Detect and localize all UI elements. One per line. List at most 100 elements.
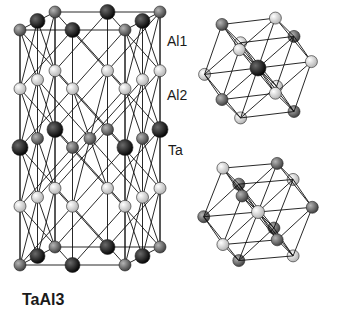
bond-line	[160, 71, 161, 130]
atom	[137, 74, 149, 86]
bond-line	[20, 89, 21, 148]
atom	[30, 14, 45, 29]
bond-line	[107, 12, 108, 71]
atom	[14, 83, 26, 95]
bond-line	[241, 43, 277, 87]
bond-line	[38, 21, 56, 71]
atom	[84, 133, 96, 145]
bond-line	[20, 30, 21, 89]
bond-line	[90, 139, 143, 198]
atom	[47, 122, 63, 138]
atom	[67, 200, 79, 212]
atom	[137, 191, 149, 203]
coordination-polyhedron	[198, 157, 319, 266]
bond-line	[55, 130, 108, 189]
bond-line	[55, 130, 56, 189]
atom	[305, 56, 317, 68]
bond-line	[277, 207, 312, 240]
bond-line	[55, 12, 108, 71]
bond-line	[223, 196, 242, 245]
bond-line	[275, 62, 311, 94]
bond-line	[55, 130, 108, 189]
bond-line	[37, 139, 38, 198]
bond-line	[143, 21, 161, 71]
center-atom	[252, 206, 265, 219]
bond-line	[258, 179, 293, 212]
bond-line	[293, 207, 312, 256]
atom	[119, 200, 131, 212]
atom	[14, 259, 26, 271]
atom	[271, 157, 283, 169]
bond-line	[204, 184, 239, 217]
atom	[102, 182, 114, 194]
bond-line	[90, 80, 143, 139]
bond-line	[20, 148, 21, 207]
bond-line	[223, 163, 277, 168]
atom	[49, 182, 61, 194]
atom	[271, 234, 283, 246]
bond-line	[142, 197, 143, 256]
atom	[236, 190, 248, 202]
bond-line	[239, 256, 293, 261]
compound-label: TaAl3	[22, 292, 64, 308]
atom	[14, 24, 26, 36]
bond-line	[90, 139, 108, 189]
atom	[217, 239, 229, 251]
bond-line	[239, 228, 274, 261]
bond-line	[274, 179, 293, 228]
atom	[135, 14, 150, 29]
bond-line	[239, 179, 293, 184]
atom	[12, 140, 28, 156]
bond-line	[222, 24, 258, 68]
bond-line	[108, 71, 161, 130]
atom	[269, 12, 281, 24]
atom	[65, 23, 80, 38]
bond-line	[37, 21, 38, 80]
site-label: Ta	[168, 143, 183, 157]
atom	[233, 44, 245, 56]
bond-line	[20, 206, 38, 256]
bond-line	[204, 217, 239, 261]
bond-line	[258, 212, 293, 256]
bond-line	[108, 12, 161, 71]
atom	[65, 258, 80, 273]
bond-line	[241, 112, 294, 118]
bond-line	[275, 18, 311, 62]
atom	[137, 133, 149, 145]
atom	[67, 142, 79, 154]
atom	[49, 241, 61, 253]
atom	[14, 200, 26, 212]
bond-line	[107, 71, 108, 130]
atom	[154, 182, 166, 194]
bond-line	[242, 196, 277, 240]
bond-line	[142, 21, 143, 80]
bond-line	[38, 139, 91, 198]
coordination-polyhedron	[199, 12, 318, 124]
bond-line	[277, 163, 312, 207]
atom	[154, 65, 166, 77]
site-label: Al1	[167, 34, 187, 48]
bond-line	[125, 206, 126, 265]
atom	[32, 74, 44, 86]
bond-line	[73, 89, 91, 139]
atom	[100, 5, 115, 20]
bond-line	[55, 12, 56, 71]
atom	[135, 249, 150, 264]
bond-line	[125, 30, 126, 89]
bond-line	[223, 240, 277, 245]
atom	[154, 6, 166, 18]
bond-line	[37, 197, 38, 256]
atom	[49, 6, 61, 18]
atom	[216, 94, 228, 106]
atom	[67, 83, 79, 95]
bond-line	[20, 148, 73, 207]
bond-line	[160, 188, 161, 247]
bond-line	[223, 212, 258, 245]
atom	[100, 240, 115, 255]
bond-line	[204, 168, 223, 217]
atom	[117, 140, 133, 156]
bond-line	[72, 148, 73, 207]
bond-line	[223, 168, 258, 212]
